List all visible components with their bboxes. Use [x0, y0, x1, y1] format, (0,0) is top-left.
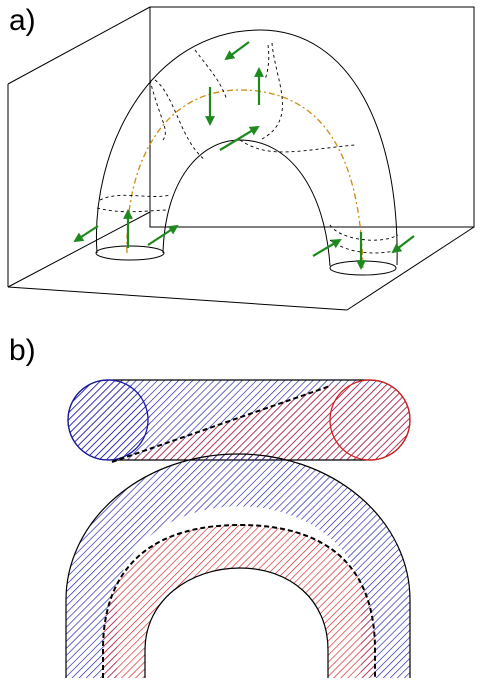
arrow-10 [391, 235, 415, 254]
box-wireframe [7, 6, 475, 311]
arrow-1 [224, 41, 250, 61]
tube-section-lines [96, 42, 399, 254]
vector-arrows [73, 41, 415, 270]
panel-label-a: a) [9, 4, 36, 37]
tube-center-axis [126, 89, 364, 269]
panel-label-b: b) [9, 334, 36, 367]
arrow-4 [219, 125, 260, 151]
arrow-5 [73, 225, 99, 243]
stadium-shape [67, 379, 411, 463]
arrow-8 [312, 238, 342, 257]
arch-cross-section [65, 453, 411, 678]
tube-arch [95, 29, 398, 276]
arrow-7 [147, 224, 179, 246]
